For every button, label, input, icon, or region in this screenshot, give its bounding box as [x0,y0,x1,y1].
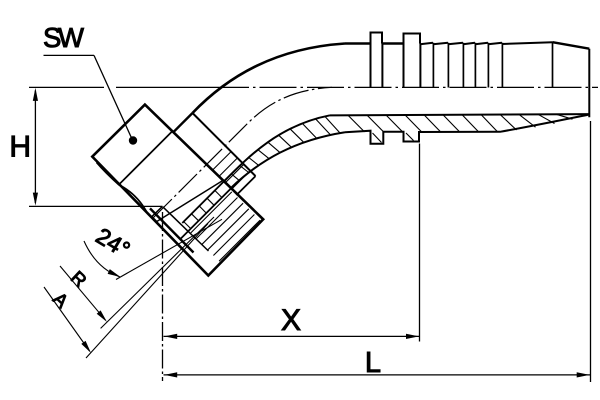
svg-text:X: X [281,304,301,337]
svg-text:SW: SW [43,22,84,53]
svg-text:L: L [365,347,381,379]
svg-text:H: H [9,131,31,164]
